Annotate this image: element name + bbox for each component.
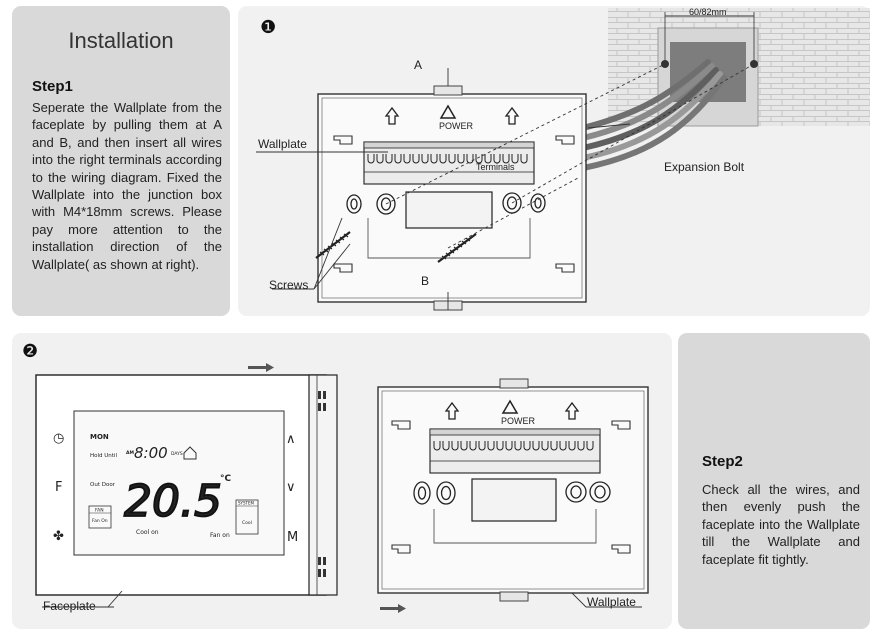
figure1-number-badge: ❶ [260,17,276,38]
screen-days-label: DAYS [171,451,183,457]
down-key: ∨ [286,480,296,495]
up-arrow-right-icon [504,106,520,125]
label-b: B [421,274,429,288]
push-arrow-top-icon [248,363,274,372]
system-box-value: Cool [242,520,252,526]
screen-cool-on: Cool on [136,529,159,536]
f-key: F [55,480,62,495]
screen-fan-on: Fan on [210,532,230,539]
fan-box [88,505,112,529]
figure1-diagram: ❶ 60/82mm [256,7,870,311]
system-box [235,499,259,535]
up-arrow-left-icon [384,106,400,125]
label-fig2-wallplate: Wallplate [587,595,636,609]
fan-key-icon: ✤ [53,529,64,544]
figure1-panel: ❶ 60/82mm [238,6,870,316]
step2-instructions: Check all the wires, and then evenly pus… [702,482,860,567]
step2-panel: Step2 Check all the wires, and then even… [678,333,870,629]
screen-day: MON [90,433,109,441]
screen-time: 8:00 [134,444,168,462]
push-arrow-bottom-icon [380,604,406,613]
step2-heading: Step2 [702,453,743,470]
label-terminals: Terminals [476,162,515,172]
fig2-power-triangle-icon [501,399,519,414]
fan-box-title: FAN [95,508,104,514]
fig2-up-arrow-right-icon [564,401,580,420]
figure2-number-badge: ❷ [22,341,38,362]
label-expansion-bolt: Expansion Bolt [664,160,745,174]
label-faceplate: Faceplate [43,599,96,613]
screen-temperature: 20.5 [124,476,222,527]
clock-key-icon: ◷ [53,431,64,446]
tab-a [433,85,463,96]
screen-am-pm: AM [126,450,134,456]
installation-title: Installation [68,28,174,53]
up-key: ∧ [286,432,296,447]
wall-junction-box: 60/82mm [608,7,870,127]
step1-heading: Step1 [32,78,73,95]
wallplate-drawing: POWER [317,85,587,311]
figure2-panel: ❷ MON AM 8:00 DAYS Hold Until Out Door [12,333,672,629]
m-key: M [287,530,298,545]
screen-outdoor: Out Door [90,482,116,488]
wallplate-front-drawing: POWER [377,378,649,602]
power-triangle-icon [439,104,457,119]
label-screws: Screws [269,278,308,292]
label-a: A [414,58,422,72]
fig2-power-label: POWER [501,416,536,426]
system-box-title: SYSTEM [238,501,254,506]
faceplate-drawing: MON AM 8:00 DAYS Hold Until Out Door 20.… [35,374,338,596]
fan-box-value: Fan On [92,518,108,524]
label-wallplate: Wallplate [258,137,307,151]
step1-instructions: Seperate the Wallplate from the faceplat… [32,100,222,272]
wire-bundle [580,59,727,171]
mounting-screws [315,231,477,263]
fig2-up-arrow-left-icon [444,401,460,420]
fig2-terminal-block [429,428,601,474]
screen-unit: °C [220,474,232,484]
terminal-block [363,141,535,185]
power-label: POWER [439,121,474,131]
step1-panel: Installation Step1 Seperate the Wallplat… [12,6,230,316]
figure2-diagram: ❷ MON AM 8:00 DAYS Hold Until Out Door [22,341,649,613]
box-dimension-label: 60/82mm [689,7,727,17]
home-icon [183,446,197,460]
screen-hold-until: Hold Until [90,453,117,459]
